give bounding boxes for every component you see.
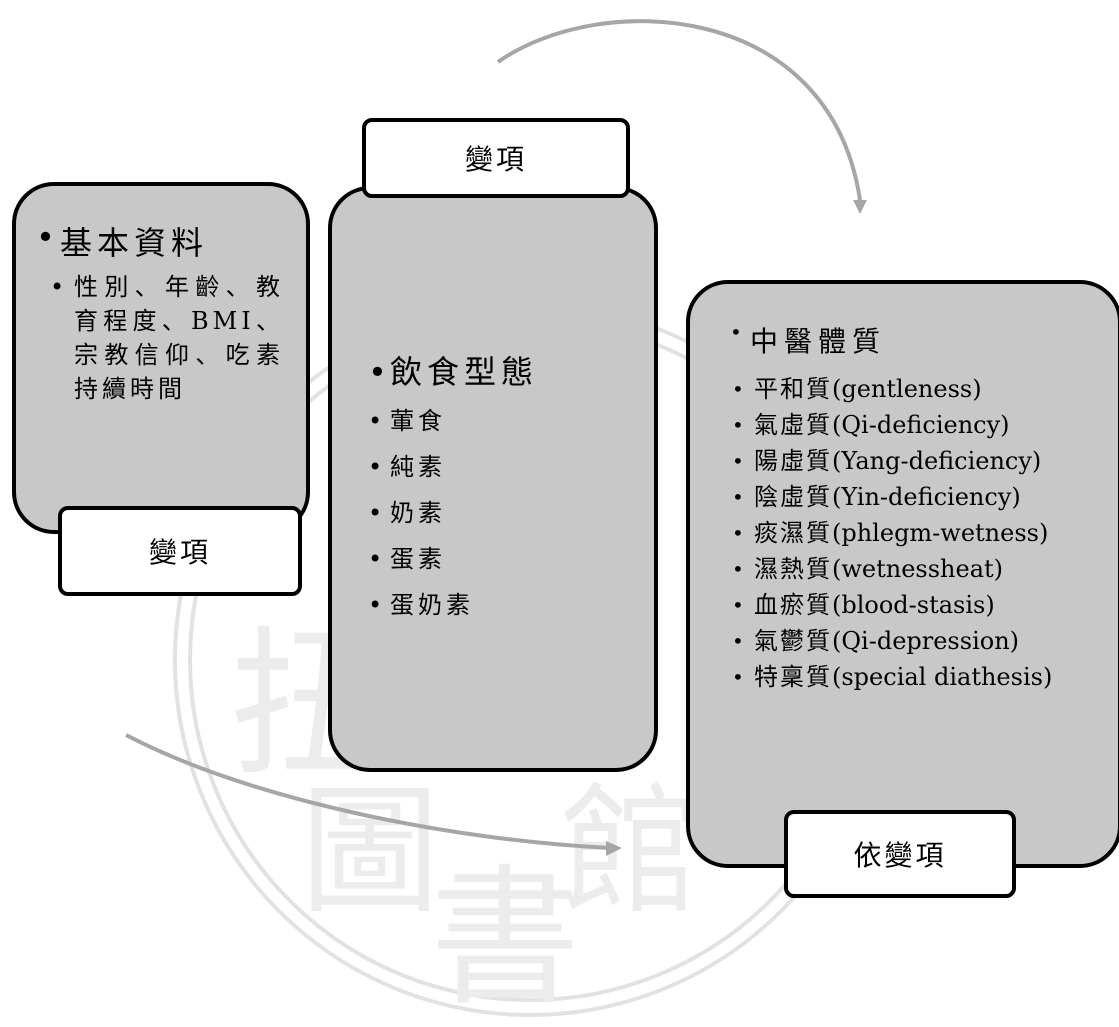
diet-type-list: 飲食型態 葷食 純素 奶素 蛋素 蛋奶素 [368,350,538,628]
cycle-arrow-bottom [125,733,611,850]
diet-type-item: 蛋奶素 [368,582,538,628]
diet-type-item: 奶素 [368,490,538,536]
svg-text:圖: 圖 [300,771,440,934]
tcm-constitution-title: 中醫體質 [730,320,886,360]
constitution-item: 特稟質(special diathesis) [732,659,1052,695]
background-title: 基本資料 [36,218,208,264]
svg-text:館: 館 [560,771,700,934]
constitution-item: 氣虛質(Qi-deficiency) [732,407,1052,443]
constitution-item: 痰濕質(phlegm-wetness) [732,515,1052,551]
constitution-item: 氣鬱質(Qi-depression) [732,623,1052,659]
svg-text:書: 書 [430,852,580,1026]
background-item-bullet: • [50,273,65,301]
background-item: 性別、年齡、教育程度、BMI、宗教信仰、吃素持續時間 [74,273,284,403]
dependent-variable-label: 依變項 [784,810,1016,898]
diet-type-item: 蛋素 [368,536,538,582]
background-variable-label: 變項 [58,506,302,596]
cycle-arrow-bottom-head [606,841,622,856]
diet-type-item: 葷食 [368,398,538,444]
diet-type-title: 飲食型態 [368,350,538,398]
constitution-item: 血瘀質(blood-stasis) [732,587,1052,623]
constitution-item: 陽虛質(Yang-deficiency) [732,443,1052,479]
cycle-arrow-top [496,19,862,201]
diet-type-item: 純素 [368,444,538,490]
constitution-item: 平和質(gentleness) [732,371,1052,407]
constitution-item: 陰虛質(Yin-deficiency) [732,479,1052,515]
cycle-arrow-top-head [853,200,867,214]
constitution-item: 濕熱質(wetnessheat) [732,551,1052,587]
diet-variable-label: 變項 [362,118,630,198]
tcm-constitution-list: 平和質(gentleness) 氣虛質(Qi-deficiency) 陽虛質(Y… [732,371,1052,695]
